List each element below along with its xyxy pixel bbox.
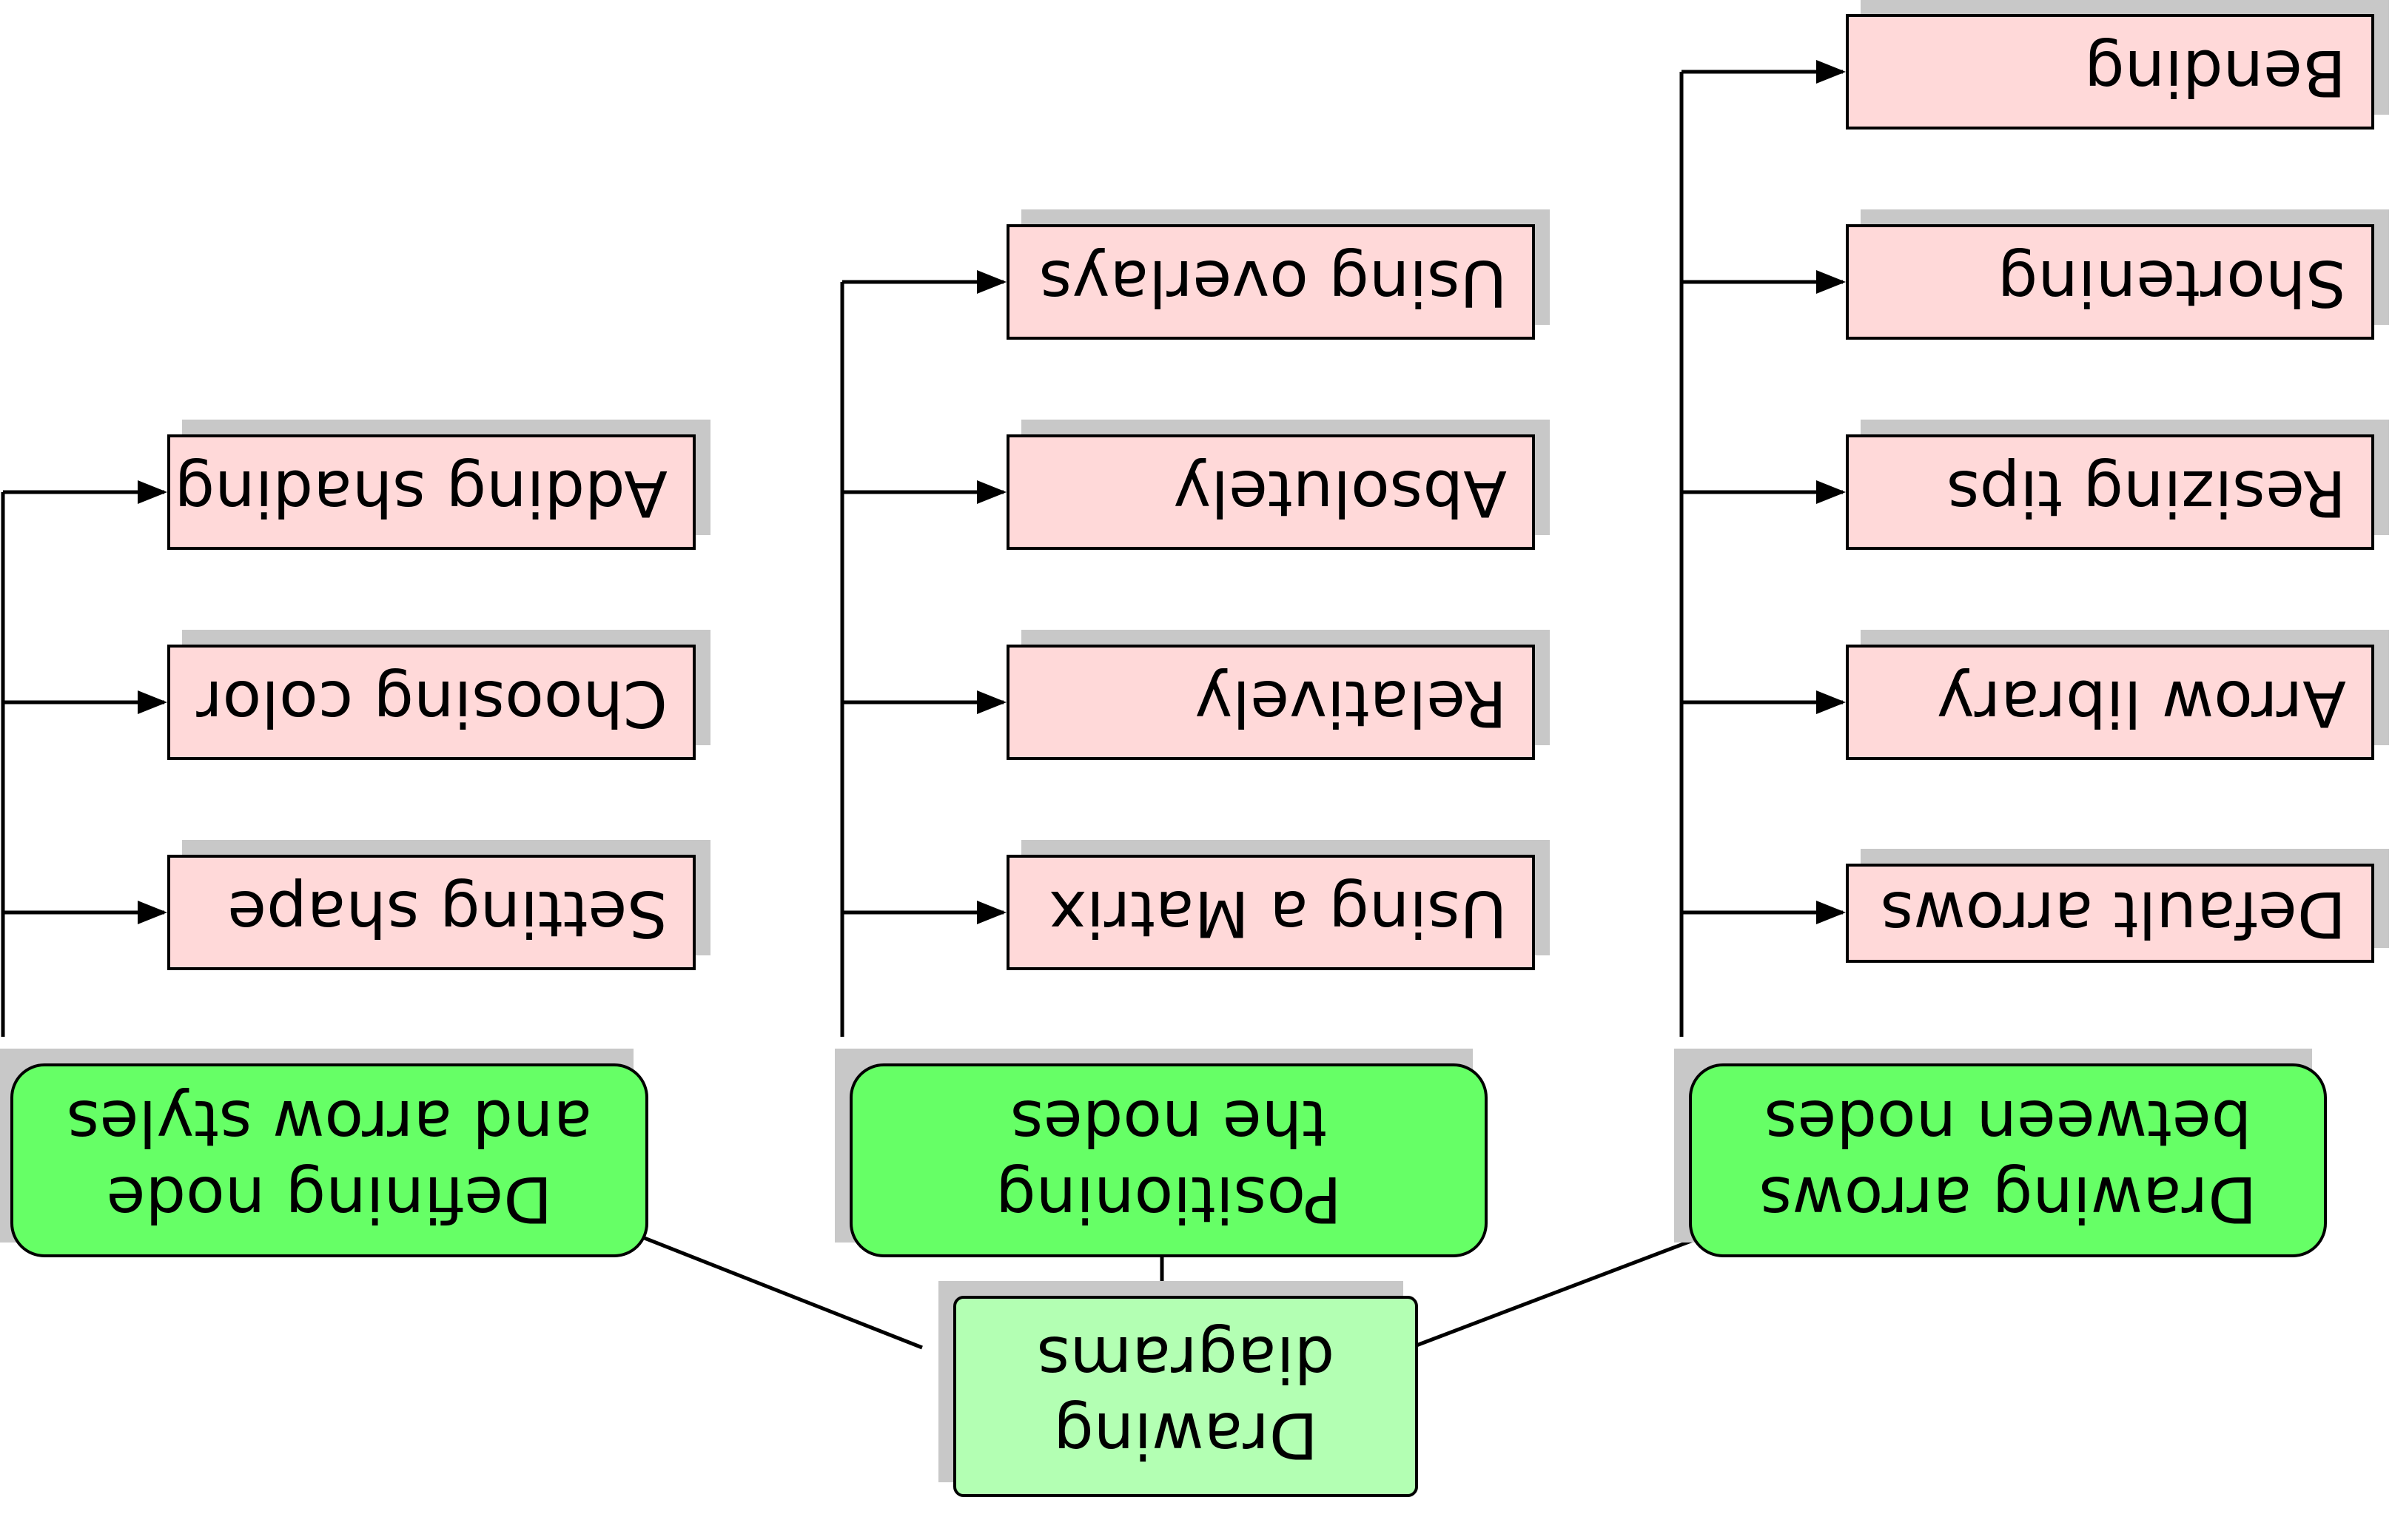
connector-root-to-drawing-arrows [1410,1221,1741,1350]
section-node-defining-styles: Defining node and arrow styles [10,1063,648,1257]
section-node-drawing-arrows: Drawing arrows between nodes [1689,1063,2327,1257]
leaf-choosing-color: Choosing color [167,645,696,760]
root-node: Drawing diagrams [953,1296,1418,1497]
leaf-absolutely: Absolutely [1007,434,1535,550]
leaf-using-matrix: Using a Matrix [1007,855,1535,970]
section-node-positioning: Positioning the nodes [850,1063,1488,1257]
leaf-using-overlays: Using overlays [1007,224,1535,340]
leaf-relatively: Relatively [1007,645,1535,760]
leaf-shortening: Shortening [1846,224,2374,340]
leaf-adding-shading: Adding shading [167,434,696,550]
leaf-bending: Bending [1846,14,2374,130]
leaf-default-arrows: Default arrows [1846,864,2374,963]
leaf-setting-shape: Setting shape [167,855,696,970]
leaf-resizing-tips: Resizing tips [1846,434,2374,550]
connector-root-to-defining-styles [604,1221,923,1350]
leaf-arrow-library: Arrow library [1846,645,2374,760]
